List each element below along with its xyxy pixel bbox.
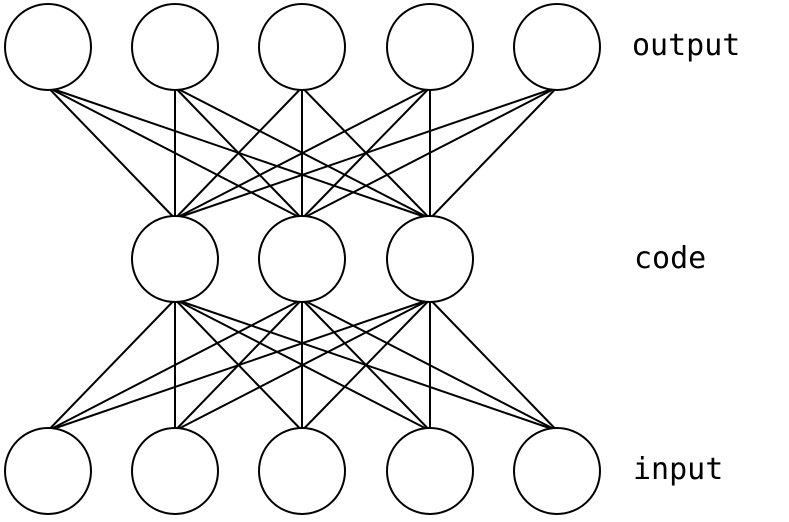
output-node-3	[258, 3, 346, 91]
output-node-5	[513, 3, 601, 91]
output-node-1	[4, 3, 92, 91]
input-node-4	[386, 427, 474, 515]
code-node-1	[131, 215, 219, 303]
code-node-3	[386, 215, 474, 303]
code-layer-label: code	[634, 241, 707, 276]
code-2-to-input-1-edge	[52, 301, 298, 429]
output-5-to-code-3-edge	[431, 89, 556, 217]
output-1-to-code-1-edge	[49, 89, 174, 217]
output-layer-label: output	[632, 28, 741, 63]
output-node-2	[131, 3, 219, 91]
output-5-to-code-2-edge	[306, 89, 553, 217]
neuron-nodes	[4, 3, 601, 515]
code-3-to-input-5-edge	[431, 301, 556, 429]
code-node-2	[258, 215, 346, 303]
code-3-to-input-1-edge	[55, 301, 423, 429]
code-3-to-input-3-edge	[303, 301, 429, 429]
input-layer-label: input	[633, 452, 724, 487]
output-node-4	[386, 3, 474, 91]
output-4-to-code-1-edge	[179, 89, 426, 217]
output-3-to-code-1-edge	[176, 89, 301, 217]
input-node-1	[4, 427, 92, 515]
input-node-2	[131, 427, 219, 515]
output-5-to-code-1-edge	[182, 89, 550, 217]
input-node-5	[513, 427, 601, 515]
code-3-to-input-2-edge	[179, 301, 426, 429]
code-1-to-input-1-edge	[49, 301, 174, 429]
connection-lines	[49, 89, 556, 429]
input-node-3	[258, 427, 346, 515]
